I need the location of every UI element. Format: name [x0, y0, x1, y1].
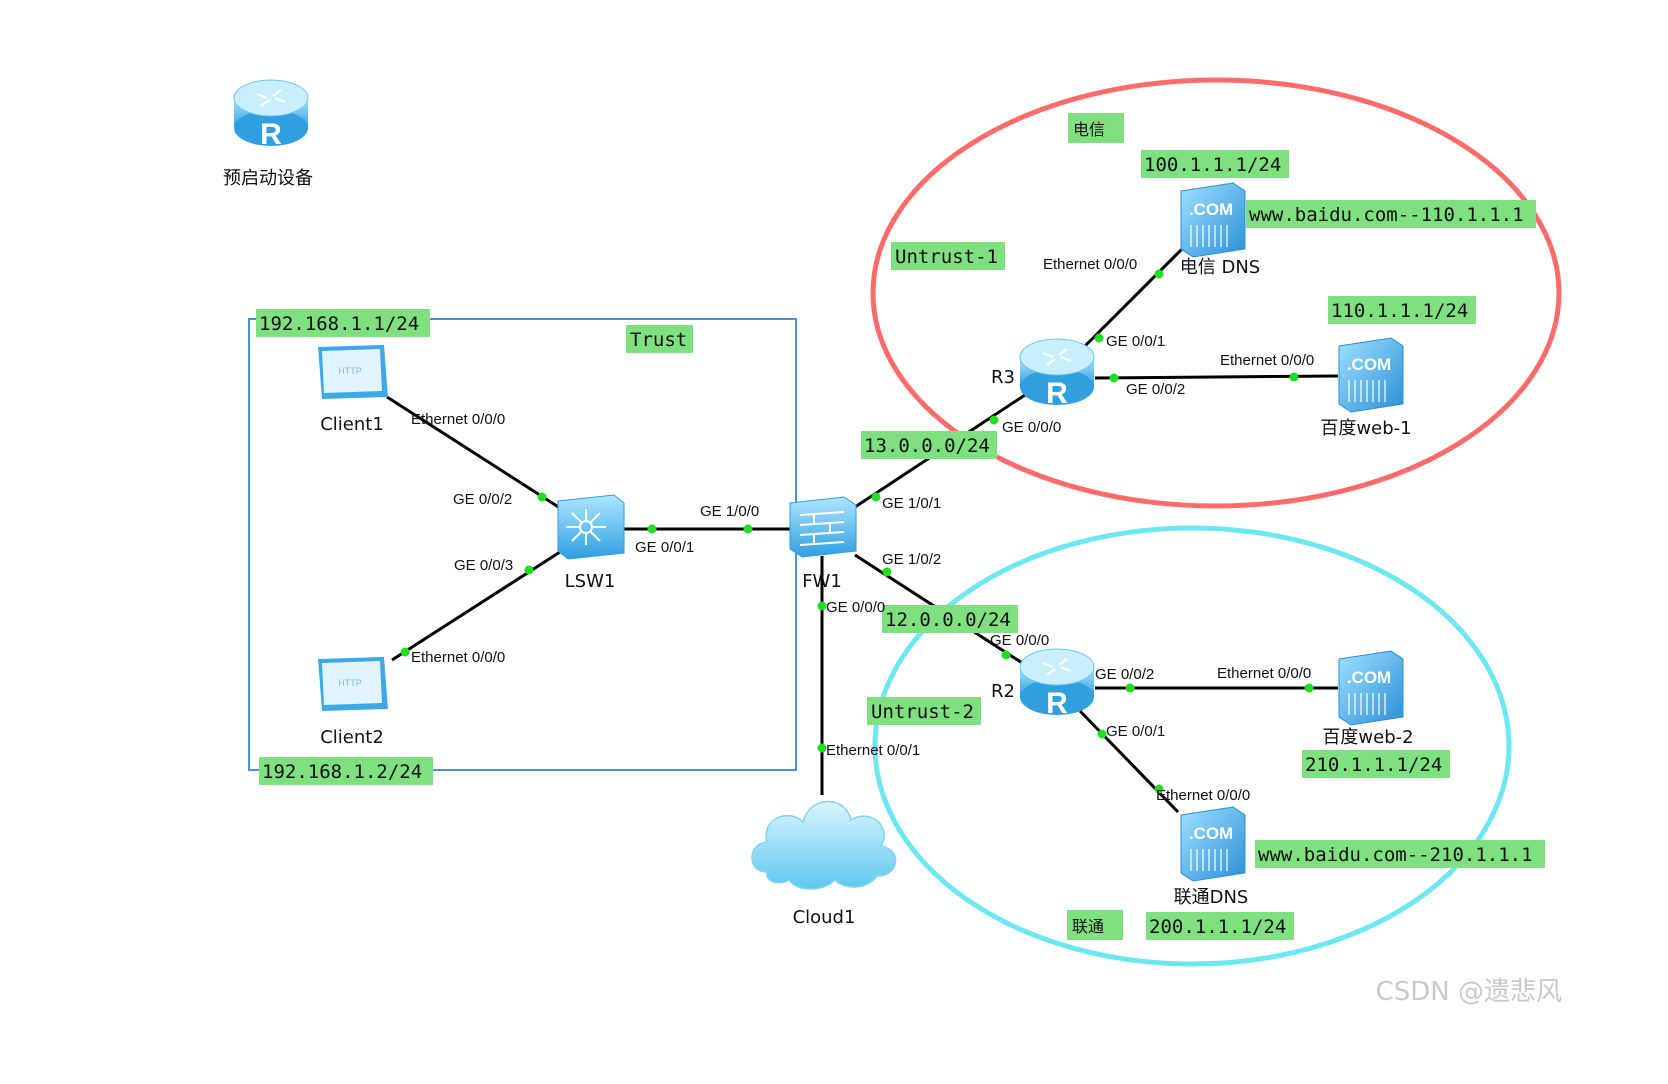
svg-text:HTTP: HTTP [338, 366, 362, 376]
router-r2-icon[interactable]: R [1019, 648, 1095, 720]
baidu-web1-label: 百度web-1 [1320, 418, 1411, 439]
tag-net12: 12.0.0.0/24 [882, 605, 1018, 633]
port-lsw1-ge003: GE 0/0/3 [454, 557, 513, 574]
baidu-web1-server-icon[interactable]: .COM [1338, 337, 1404, 413]
port-r2-ge000: GE 0/0/0 [990, 632, 1049, 649]
port-r3-ge000: GE 0/0/0 [1002, 419, 1061, 436]
dianxin-dns-server-icon[interactable]: .COM [1180, 182, 1246, 258]
dianxin-zone-ellipse [870, 77, 1562, 509]
client2-label: Client2 [320, 727, 384, 748]
svg-text:13.0.0.0/24: 13.0.0.0/24 [864, 435, 990, 457]
dianxin-dns-label: 电信 DNS [1180, 257, 1260, 278]
port-fw1-ge101: GE 1/0/1 [882, 495, 941, 512]
port-fw1-ge102: GE 1/0/2 [882, 551, 941, 568]
svg-text:联通: 联通 [1072, 918, 1104, 936]
svg-text:100.1.1.1/24: 100.1.1.1/24 [1144, 154, 1281, 176]
port-fw1-ge000: GE 0/0/0 [826, 599, 885, 616]
svg-text:Untrust-1: Untrust-1 [895, 246, 998, 268]
svg-text:192.168.1.1/24: 192.168.1.1/24 [259, 313, 419, 335]
svg-text:.COM: .COM [1189, 824, 1233, 843]
svg-text:110.1.1.1/24: 110.1.1.1/24 [1331, 300, 1468, 322]
link-r2-ltdns [1078, 709, 1180, 814]
client2-icon[interactable]: HTTP [318, 657, 388, 711]
svg-text:Trust: Trust [630, 329, 687, 351]
tag-dx-dns-record: www.baidu.com--110.1.1.1 [1246, 200, 1536, 228]
tag-dx-dns-ip: 100.1.1.1/24 [1141, 150, 1289, 178]
r3-label: R3 [991, 367, 1015, 388]
svg-text:.COM: .COM [1347, 668, 1391, 687]
fw1-label: FW1 [802, 571, 842, 592]
port-client2-eth: Ethernet 0/0/0 [411, 649, 505, 666]
svg-text:.COM: .COM [1347, 355, 1391, 374]
tag-client1-ip: 192.168.1.1/24 [256, 309, 430, 337]
port-fw1-ge100: GE 1/0/0 [700, 503, 759, 520]
cloud-icon[interactable] [751, 800, 897, 890]
tag-lt-dns-record: www.baidu.com--210.1.1.1 [1255, 840, 1545, 868]
svg-text:200.1.1.1/24: 200.1.1.1/24 [1149, 916, 1286, 938]
svg-text:www.baidu.com--110.1.1.1: www.baidu.com--110.1.1.1 [1249, 204, 1524, 226]
svg-text:R: R [1046, 377, 1068, 410]
preboot-label: 预启动设备 [223, 168, 313, 189]
port-client1-eth: Ethernet 0/0/0 [411, 411, 505, 428]
port-dxdns-eth: Ethernet 0/0/0 [1043, 256, 1137, 273]
svg-text:210.1.1.1/24: 210.1.1.1/24 [1305, 754, 1442, 776]
r2-label: R2 [991, 681, 1015, 702]
port-r2-ge002: GE 0/0/2 [1095, 666, 1154, 683]
link-r3-web1 [1094, 374, 1339, 380]
tag-trust: Trust [626, 325, 693, 353]
port-lsw1-ge002: GE 0/0/2 [453, 491, 512, 508]
svg-text:192.168.1.2/24: 192.168.1.2/24 [262, 761, 422, 783]
watermark-text: CSDN @遗悲风 [1376, 977, 1562, 1007]
tag-dianxin: 电信 [1068, 113, 1124, 143]
svg-text:R: R [1046, 687, 1068, 720]
tag-lt-dns-ip: 200.1.1.1/24 [1146, 912, 1294, 940]
liantong-dns-label: 联通DNS [1174, 887, 1249, 908]
port-ltdns-eth: Ethernet 0/0/0 [1156, 787, 1250, 804]
baidu-web2-server-icon[interactable]: .COM [1338, 650, 1404, 726]
svg-text:12.0.0.0/24: 12.0.0.0/24 [885, 609, 1011, 631]
switch-icon[interactable] [557, 494, 625, 560]
lsw1-label: LSW1 [565, 571, 616, 592]
firewall-icon[interactable] [789, 496, 857, 558]
svg-text:Untrust-2: Untrust-2 [871, 701, 974, 723]
port-lsw1-ge001: GE 0/0/1 [635, 539, 694, 556]
liantong-dns-server-icon[interactable]: .COM [1180, 806, 1246, 882]
port-r3-ge002: GE 0/0/2 [1126, 381, 1185, 398]
tag-liantong: 联通 [1067, 910, 1123, 940]
baidu-web2-label: 百度web-2 [1322, 727, 1413, 748]
svg-text:.COM: .COM [1189, 200, 1233, 219]
tag-web1-ip: 110.1.1.1/24 [1328, 296, 1476, 324]
liantong-zone-ellipse [872, 525, 1512, 967]
tag-untrust2: Untrust-2 [867, 697, 981, 725]
client1-label: Client1 [320, 414, 384, 435]
port-dots [400, 269, 1314, 794]
port-r3-ge001: GE 0/0/1 [1106, 333, 1165, 350]
cloud1-label: Cloud1 [793, 907, 856, 928]
svg-text:电信: 电信 [1073, 121, 1105, 139]
router-r3-icon[interactable]: R [1019, 338, 1095, 410]
port-cloud1-eth: Ethernet 0/0/1 [826, 742, 920, 759]
preboot-router-icon: R [233, 79, 309, 151]
tag-net13: 13.0.0.0/24 [861, 431, 997, 459]
tag-untrust1: Untrust-1 [891, 242, 1005, 270]
client1-icon[interactable]: HTTP [318, 345, 388, 399]
tag-web2-ip: 210.1.1.1/24 [1302, 750, 1450, 778]
link-r3-dxdns [1080, 241, 1190, 351]
svg-text:HTTP: HTTP [338, 678, 362, 688]
svg-text:www.baidu.com--210.1.1.1: www.baidu.com--210.1.1.1 [1258, 844, 1533, 866]
tag-client2-ip: 192.168.1.2/24 [259, 757, 433, 785]
port-r2-ge001: GE 0/0/1 [1106, 723, 1165, 740]
port-web1-eth: Ethernet 0/0/0 [1220, 352, 1314, 369]
svg-text:R: R [260, 118, 282, 151]
link-client1-lsw1 [386, 395, 561, 510]
port-web2-eth: Ethernet 0/0/0 [1217, 665, 1311, 682]
